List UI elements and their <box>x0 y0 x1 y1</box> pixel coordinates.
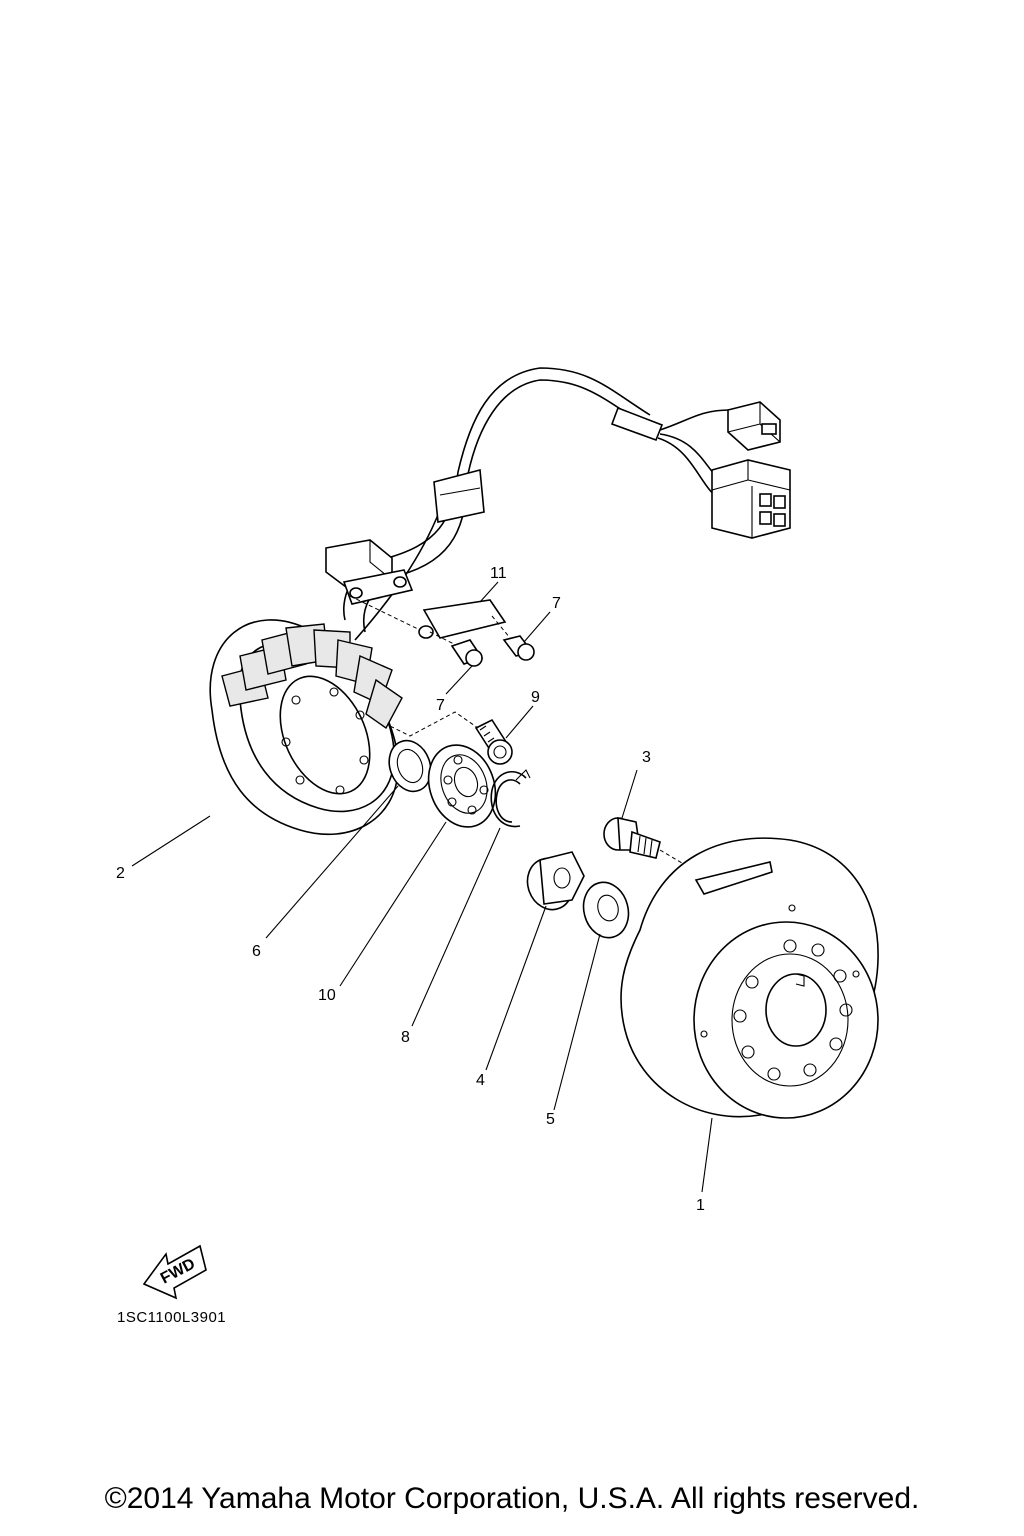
wire-harness <box>343 367 731 641</box>
callout-1: 1 <box>696 1197 705 1214</box>
pickup-coil <box>325 539 414 605</box>
leader-lines <box>131 581 713 1193</box>
part-7-screws <box>450 635 535 667</box>
part-9-bolt <box>333 697 513 765</box>
part-10-bearing <box>427 744 497 828</box>
callout-11: 11 <box>490 565 507 582</box>
callout-8: 8 <box>401 1029 410 1046</box>
fwd-arrow-icon: FWD <box>142 1244 207 1300</box>
callout-5: 5 <box>546 1111 555 1128</box>
copyright-notice: ©2014 Yamaha Motor Corporation, U.S.A. A… <box>104 1482 920 1515</box>
part-1-rotor <box>620 837 879 1119</box>
part-8-circlip <box>490 769 531 828</box>
callout-2: 2 <box>116 865 125 882</box>
two-pin-connector <box>727 401 781 451</box>
callout-7-upper: 7 <box>552 595 561 612</box>
diagram-code: 1SC1100L3901 <box>117 1309 226 1326</box>
part-2-stator <box>209 619 403 835</box>
part-6-oil-seal <box>388 739 432 793</box>
part-11-plate <box>349 595 516 653</box>
four-pin-coupler <box>711 459 791 539</box>
callout-6: 6 <box>252 943 261 960</box>
callout-4: 4 <box>476 1072 485 1089</box>
callout-3: 3 <box>642 749 651 766</box>
part-5-washer <box>582 881 630 939</box>
part-callouts: 1 2 3 4 5 6 7 7 8 9 10 11 <box>116 565 705 1214</box>
callout-9: 9 <box>531 689 540 706</box>
callout-10: 10 <box>318 987 336 1004</box>
part-4-flange-nut <box>526 851 585 911</box>
callout-7-lower: 7 <box>436 697 445 714</box>
